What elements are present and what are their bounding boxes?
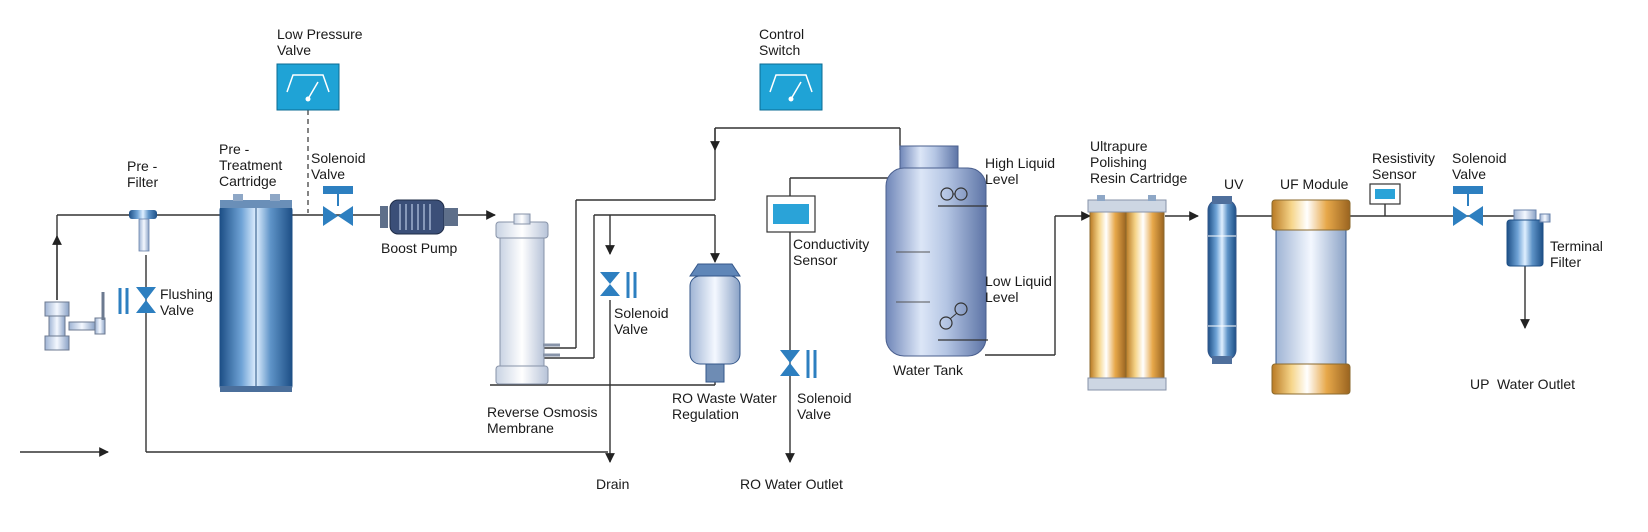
pre-filter <box>129 210 157 252</box>
label-drain: Drain <box>596 476 630 492</box>
terminal-filter <box>1506 209 1551 267</box>
conductivity-sensor <box>766 195 816 233</box>
solenoid-valve-3 <box>780 350 817 378</box>
pretreatment-cartridge <box>219 194 293 392</box>
inlet-valve <box>44 292 106 351</box>
low-pressure-gauge <box>276 63 340 111</box>
uv-unit <box>1207 196 1237 364</box>
solenoid-valve-4 <box>1453 186 1483 226</box>
label-boost-pump: Boost Pump <box>381 240 458 256</box>
label-water-tank: Water Tank <box>893 362 964 378</box>
label-ro-water-outlet: RO Water Outlet <box>740 476 843 492</box>
control-switch-gauge <box>759 63 823 111</box>
solenoid-valve-2 <box>600 272 637 298</box>
label-uv: UV <box>1224 176 1244 192</box>
ro-membrane <box>495 213 560 385</box>
flushing-valve <box>118 287 156 314</box>
resistivity-sensor <box>1369 183 1401 205</box>
label-up-water-outlet: UP Water Outlet <box>1470 376 1576 392</box>
water-tank <box>885 145 988 357</box>
ro-waste-regulation <box>689 263 741 383</box>
uf-module <box>1271 199 1351 395</box>
label-pre-filter: Pre -Filter <box>127 158 159 190</box>
polishing-resin-cartridge <box>1087 195 1167 391</box>
solenoid-valve-1 <box>323 186 353 226</box>
pipes <box>20 110 1530 463</box>
boost-pump <box>380 199 458 235</box>
label-uf-module: UF Module <box>1280 176 1349 192</box>
